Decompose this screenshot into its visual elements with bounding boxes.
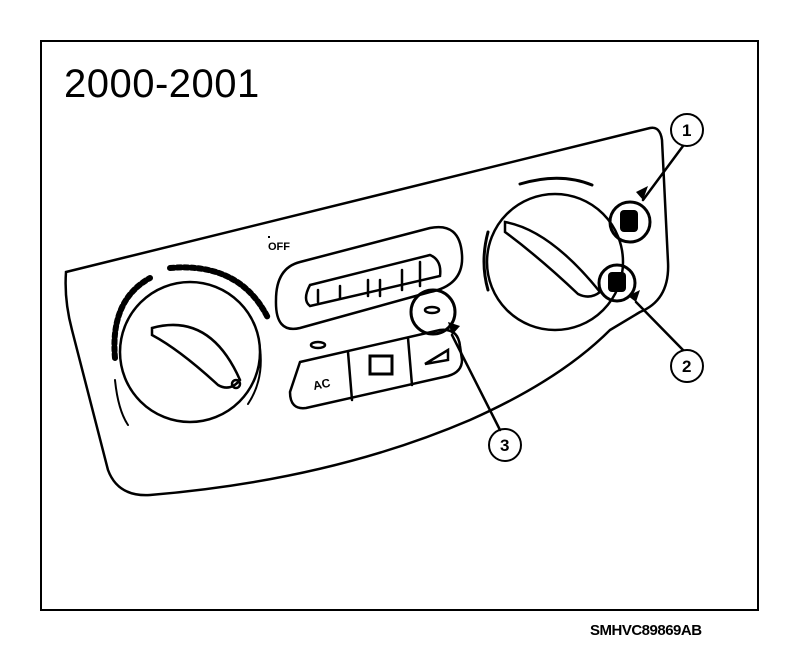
panel-outline: [64, 126, 670, 497]
temperature-scale: [111, 264, 271, 426]
figure-id-caption: SMHVC89869AB: [590, 622, 702, 639]
callout-1-number: 1: [682, 121, 691, 140]
indicator-highlight: [409, 288, 457, 336]
callout-3-number: 3: [500, 436, 509, 455]
callout-1-circle: [670, 113, 704, 147]
ac-button-label[interactable]: AC: [312, 376, 332, 393]
button-row: [288, 305, 464, 410]
defrost-button-highlight: [608, 200, 652, 244]
callout-2-circle: [670, 349, 704, 383]
fan-speed-slider[interactable]: [274, 225, 464, 331]
temperature-knob[interactable]: [118, 280, 262, 424]
fan-off-label: OFF: [268, 241, 290, 253]
callout-2-number: 2: [682, 357, 691, 376]
diagram-frame: [40, 40, 759, 611]
diagram-title: 2000-2001: [64, 62, 260, 106]
rear-defrost-button-highlight: [597, 263, 637, 303]
recirculation-button-icon: [368, 354, 394, 376]
mode-knob[interactable]: [482, 176, 625, 332]
callout-3-circle: [488, 428, 522, 462]
fresh-air-button-icon: [424, 347, 450, 366]
